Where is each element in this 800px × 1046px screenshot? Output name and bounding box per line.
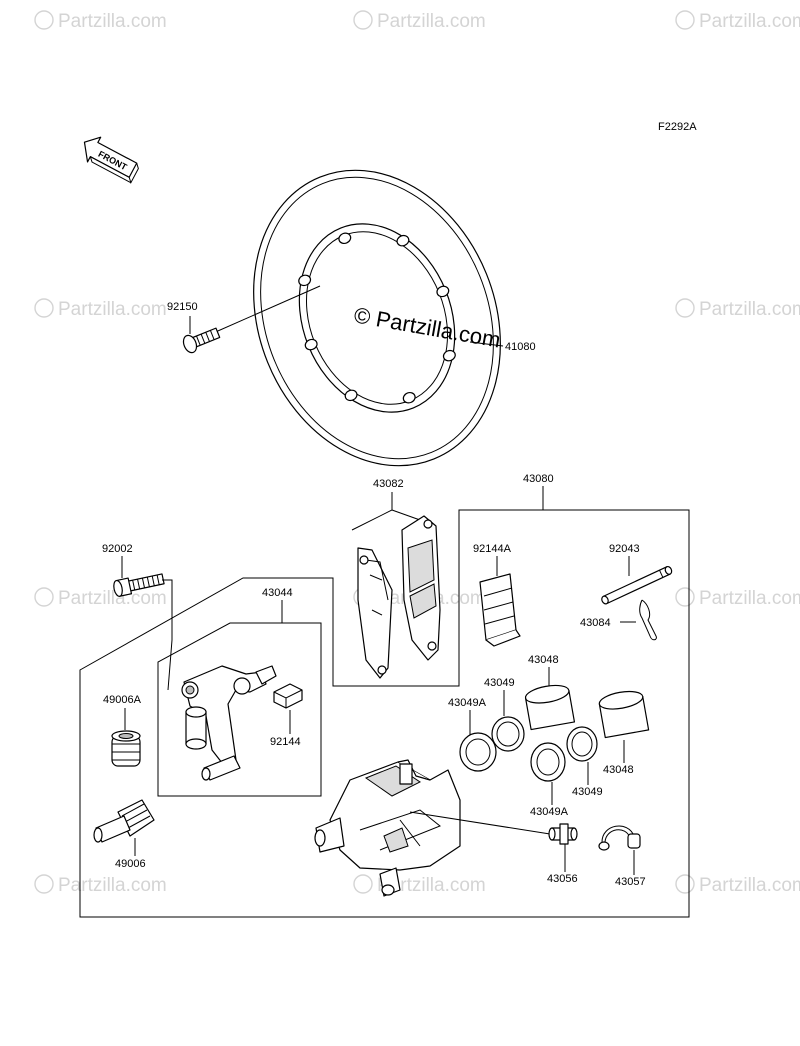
piston-top [524,684,576,731]
part-label-43048-top: 43048 [528,654,559,666]
dust-seal-bottom [530,742,566,782]
part-label-43080: 43080 [523,473,554,485]
part-label-43048-bot: 43048 [603,764,634,776]
bracket-bolt [113,573,165,597]
svg-text:Partzilla.com: Partzilla.com [699,875,800,896]
watermark-lower-left: Partzilla.com [34,587,167,609]
watermark-layer: Partzilla.com Partzilla.com Partzilla.co… [34,10,800,896]
piston-seal-bottom [566,726,598,762]
part-label-43049-top: 43049 [484,677,515,689]
slide-pin-boot [93,799,155,843]
brake-pad-right [401,515,441,661]
part-label-43049A-bot: 43049A [530,806,569,818]
pad-pin [601,565,673,605]
svg-text:Partzilla.com: Partzilla.com [699,299,800,320]
part-label-43057: 43057 [615,876,646,888]
part-label-41080: 41080 [505,341,536,353]
watermark-bottom-left: Partzilla.com [34,874,167,896]
svg-text:Partzilla.com: Partzilla.com [377,11,486,32]
svg-text:Partzilla.com: Partzilla.com [699,11,800,32]
leader-92002-line [162,579,173,691]
watermark-top-left: Partzilla.com [34,10,167,32]
pad-spring [479,573,521,647]
part-label-43049-bot: 43049 [572,786,603,798]
part-label-92144: 92144 [270,736,301,748]
part-label-43049A-top: 43049A [448,697,487,709]
bleed-cap [598,825,641,851]
watermark-bottom-right: Partzilla.com [675,874,800,896]
part-label-92144A: 92144A [473,543,512,555]
watermark-mid-right: Partzilla.com [675,298,800,320]
watermark-top-right: Partzilla.com [675,10,800,32]
pin-clip [639,599,657,641]
part-label-49006: 49006 [115,858,146,870]
watermark-mid-left: Partzilla.com [34,298,167,320]
svg-text:Partzilla.com: Partzilla.com [58,299,167,320]
part-label-49006A: 49006A [103,694,142,706]
pin-boot [111,730,141,767]
watermark-lower-right: Partzilla.com [675,587,800,609]
caliper-bracket [181,665,277,781]
part-label-43056: 43056 [547,873,578,885]
disc-bolt [182,327,221,354]
part-label-43044: 43044 [262,587,293,599]
svg-text:Partzilla.com: Partzilla.com [58,11,167,32]
svg-text:Partzilla.com: Partzilla.com [58,875,167,896]
piston-bottom [598,690,650,739]
part-label-43082: 43082 [373,478,404,490]
leader-92150 [210,285,321,335]
leader-41080 [469,341,504,347]
leader-43082 [351,492,421,531]
caliper-assembly-outline [79,509,690,918]
bleed-valve [548,823,578,845]
caliper-body [314,759,461,897]
part-label-43084: 43084 [580,617,611,629]
bracket-clip [273,683,303,709]
piston-seal-top [491,716,525,752]
brake-pad-left [357,547,393,679]
watermark-bottom-center: Partzilla.com [353,874,486,896]
leader-bleed [409,811,551,835]
part-label-92150: 92150 [167,301,198,313]
watermark-top-center: Partzilla.com [353,10,486,32]
figure-code: F2292A [658,121,697,133]
brake-disc [253,169,501,467]
part-label-92002: 92002 [102,543,133,555]
bracket-outline [157,622,322,797]
disc-bolt-holes [298,232,456,404]
svg-text:Partzilla.com: Partzilla.com [377,875,486,896]
part-label-92043: 92043 [609,543,640,555]
front-arrow-icon: FRONT [83,136,139,184]
svg-text:Partzilla.com: Partzilla.com [699,588,800,609]
svg-text:Partzilla.com: Partzilla.com [58,588,167,609]
dust-seal-top [459,732,497,772]
